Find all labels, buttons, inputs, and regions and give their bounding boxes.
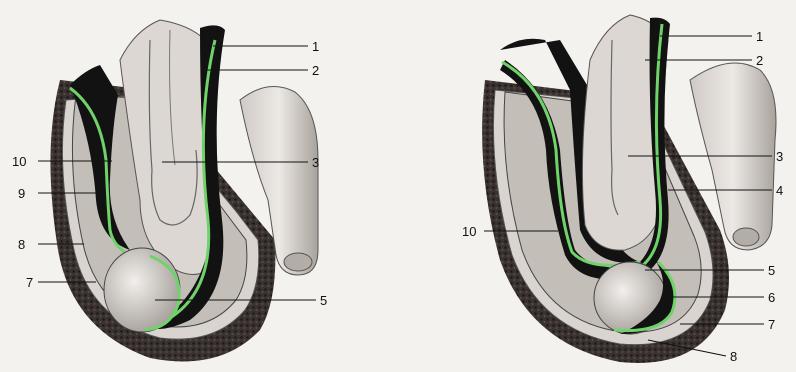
label-left-3: 3 bbox=[312, 155, 319, 170]
label-left-9: 9 bbox=[18, 186, 25, 201]
right-figure bbox=[482, 15, 776, 363]
label-left-10: 10 bbox=[12, 154, 26, 169]
label-left-8: 8 bbox=[18, 237, 25, 252]
label-left-7: 7 bbox=[26, 275, 33, 290]
label-left-1: 1 bbox=[312, 39, 319, 54]
label-right-10: 10 bbox=[462, 224, 476, 239]
left-figure bbox=[50, 20, 318, 362]
label-right-4: 4 bbox=[776, 183, 783, 198]
label-right-5: 5 bbox=[768, 263, 775, 278]
left-glans-opening bbox=[284, 253, 312, 271]
right-glans-opening bbox=[733, 228, 759, 246]
label-right-6: 6 bbox=[768, 290, 775, 305]
label-right-3: 3 bbox=[776, 149, 783, 164]
label-left-2: 2 bbox=[312, 63, 319, 78]
label-left-5: 5 bbox=[320, 293, 327, 308]
label-right-2: 2 bbox=[756, 53, 763, 68]
label-right-8: 8 bbox=[730, 349, 737, 364]
label-right-7: 7 bbox=[768, 317, 775, 332]
label-right-1: 1 bbox=[756, 29, 763, 44]
